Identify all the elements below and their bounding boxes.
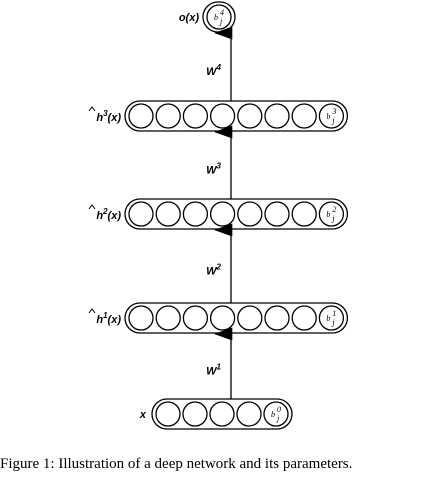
bias-sup-h2: 2 — [332, 205, 336, 214]
hat-mark — [88, 106, 96, 112]
unit-node — [155, 305, 181, 331]
layer-label-x: x — [139, 409, 147, 421]
unit-node — [209, 201, 236, 227]
unit-node — [128, 103, 154, 129]
weight-label-4: W4 — [206, 63, 221, 78]
layer-label-h3: h3(x) — [96, 109, 121, 124]
unit-node — [128, 201, 154, 227]
layer-h3: b3j h3(x) — [88, 100, 349, 132]
bias-label-h1: b — [326, 314, 330, 323]
layer-o: b4j o(x) — [179, 1, 236, 33]
weight-label-1: W1 — [206, 363, 221, 378]
unit-node — [291, 305, 317, 331]
weight-label-2: W2 — [206, 263, 221, 278]
bias-node-o — [206, 4, 232, 30]
bias-node-h3 — [318, 103, 345, 129]
unit-node — [155, 103, 181, 129]
bias-label-h2: b — [326, 210, 330, 219]
layer-x: b0j x — [139, 398, 293, 430]
hat-mark — [88, 204, 96, 210]
layer-label-h2: h2(x) — [96, 207, 121, 222]
unit-node — [236, 401, 262, 427]
unit-node — [209, 305, 236, 331]
unit-node — [291, 103, 317, 129]
layer-container-h3 — [124, 100, 349, 132]
bias-sup-h3: 3 — [331, 107, 336, 116]
unit-node — [155, 401, 181, 427]
bias-label-x: b — [271, 410, 275, 419]
bias-node-h1 — [318, 305, 345, 331]
bias-sub-o: j — [219, 17, 223, 26]
unit-node — [264, 201, 290, 227]
layer-label-o: o(x) — [179, 12, 200, 24]
unit-node — [237, 305, 263, 331]
weight-label-3: W3 — [206, 162, 221, 177]
bias-sub-h3: j — [331, 116, 335, 125]
unit-node — [237, 201, 263, 227]
layer-h1: b1j h1(x) — [88, 302, 349, 334]
bias-sub-x: j — [276, 414, 280, 423]
unit-node — [264, 305, 290, 331]
bias-sub-h1: j — [331, 318, 335, 327]
unit-node — [155, 201, 181, 227]
bias-label-o: b — [214, 13, 218, 22]
unit-node — [209, 103, 236, 129]
figure-caption: Figure 1: Illustration of a deep network… — [0, 456, 353, 472]
unit-node — [182, 305, 209, 331]
bias-sup-h1: 1 — [332, 309, 336, 318]
bias-sub-h2: j — [331, 214, 335, 223]
hat-mark — [88, 308, 96, 314]
layer-label-h1: h1(x) — [96, 311, 121, 326]
unit-node — [182, 401, 208, 427]
unit-node — [291, 201, 317, 227]
bias-sup-x: 0 — [277, 405, 281, 414]
unit-node — [264, 103, 290, 129]
unit-node — [128, 305, 154, 331]
bias-label-h3: b — [326, 112, 330, 121]
unit-node — [182, 201, 209, 227]
unit-node — [209, 401, 235, 427]
layer-container-h1 — [124, 302, 349, 334]
layer-h2: b2j h2(x) — [88, 198, 349, 230]
bias-node-x — [263, 401, 289, 427]
layer-container-h2 — [124, 198, 349, 230]
unit-node — [182, 103, 209, 129]
bias-sup-o: 4 — [220, 8, 224, 17]
bias-node-h2 — [318, 201, 345, 227]
unit-node — [237, 103, 263, 129]
